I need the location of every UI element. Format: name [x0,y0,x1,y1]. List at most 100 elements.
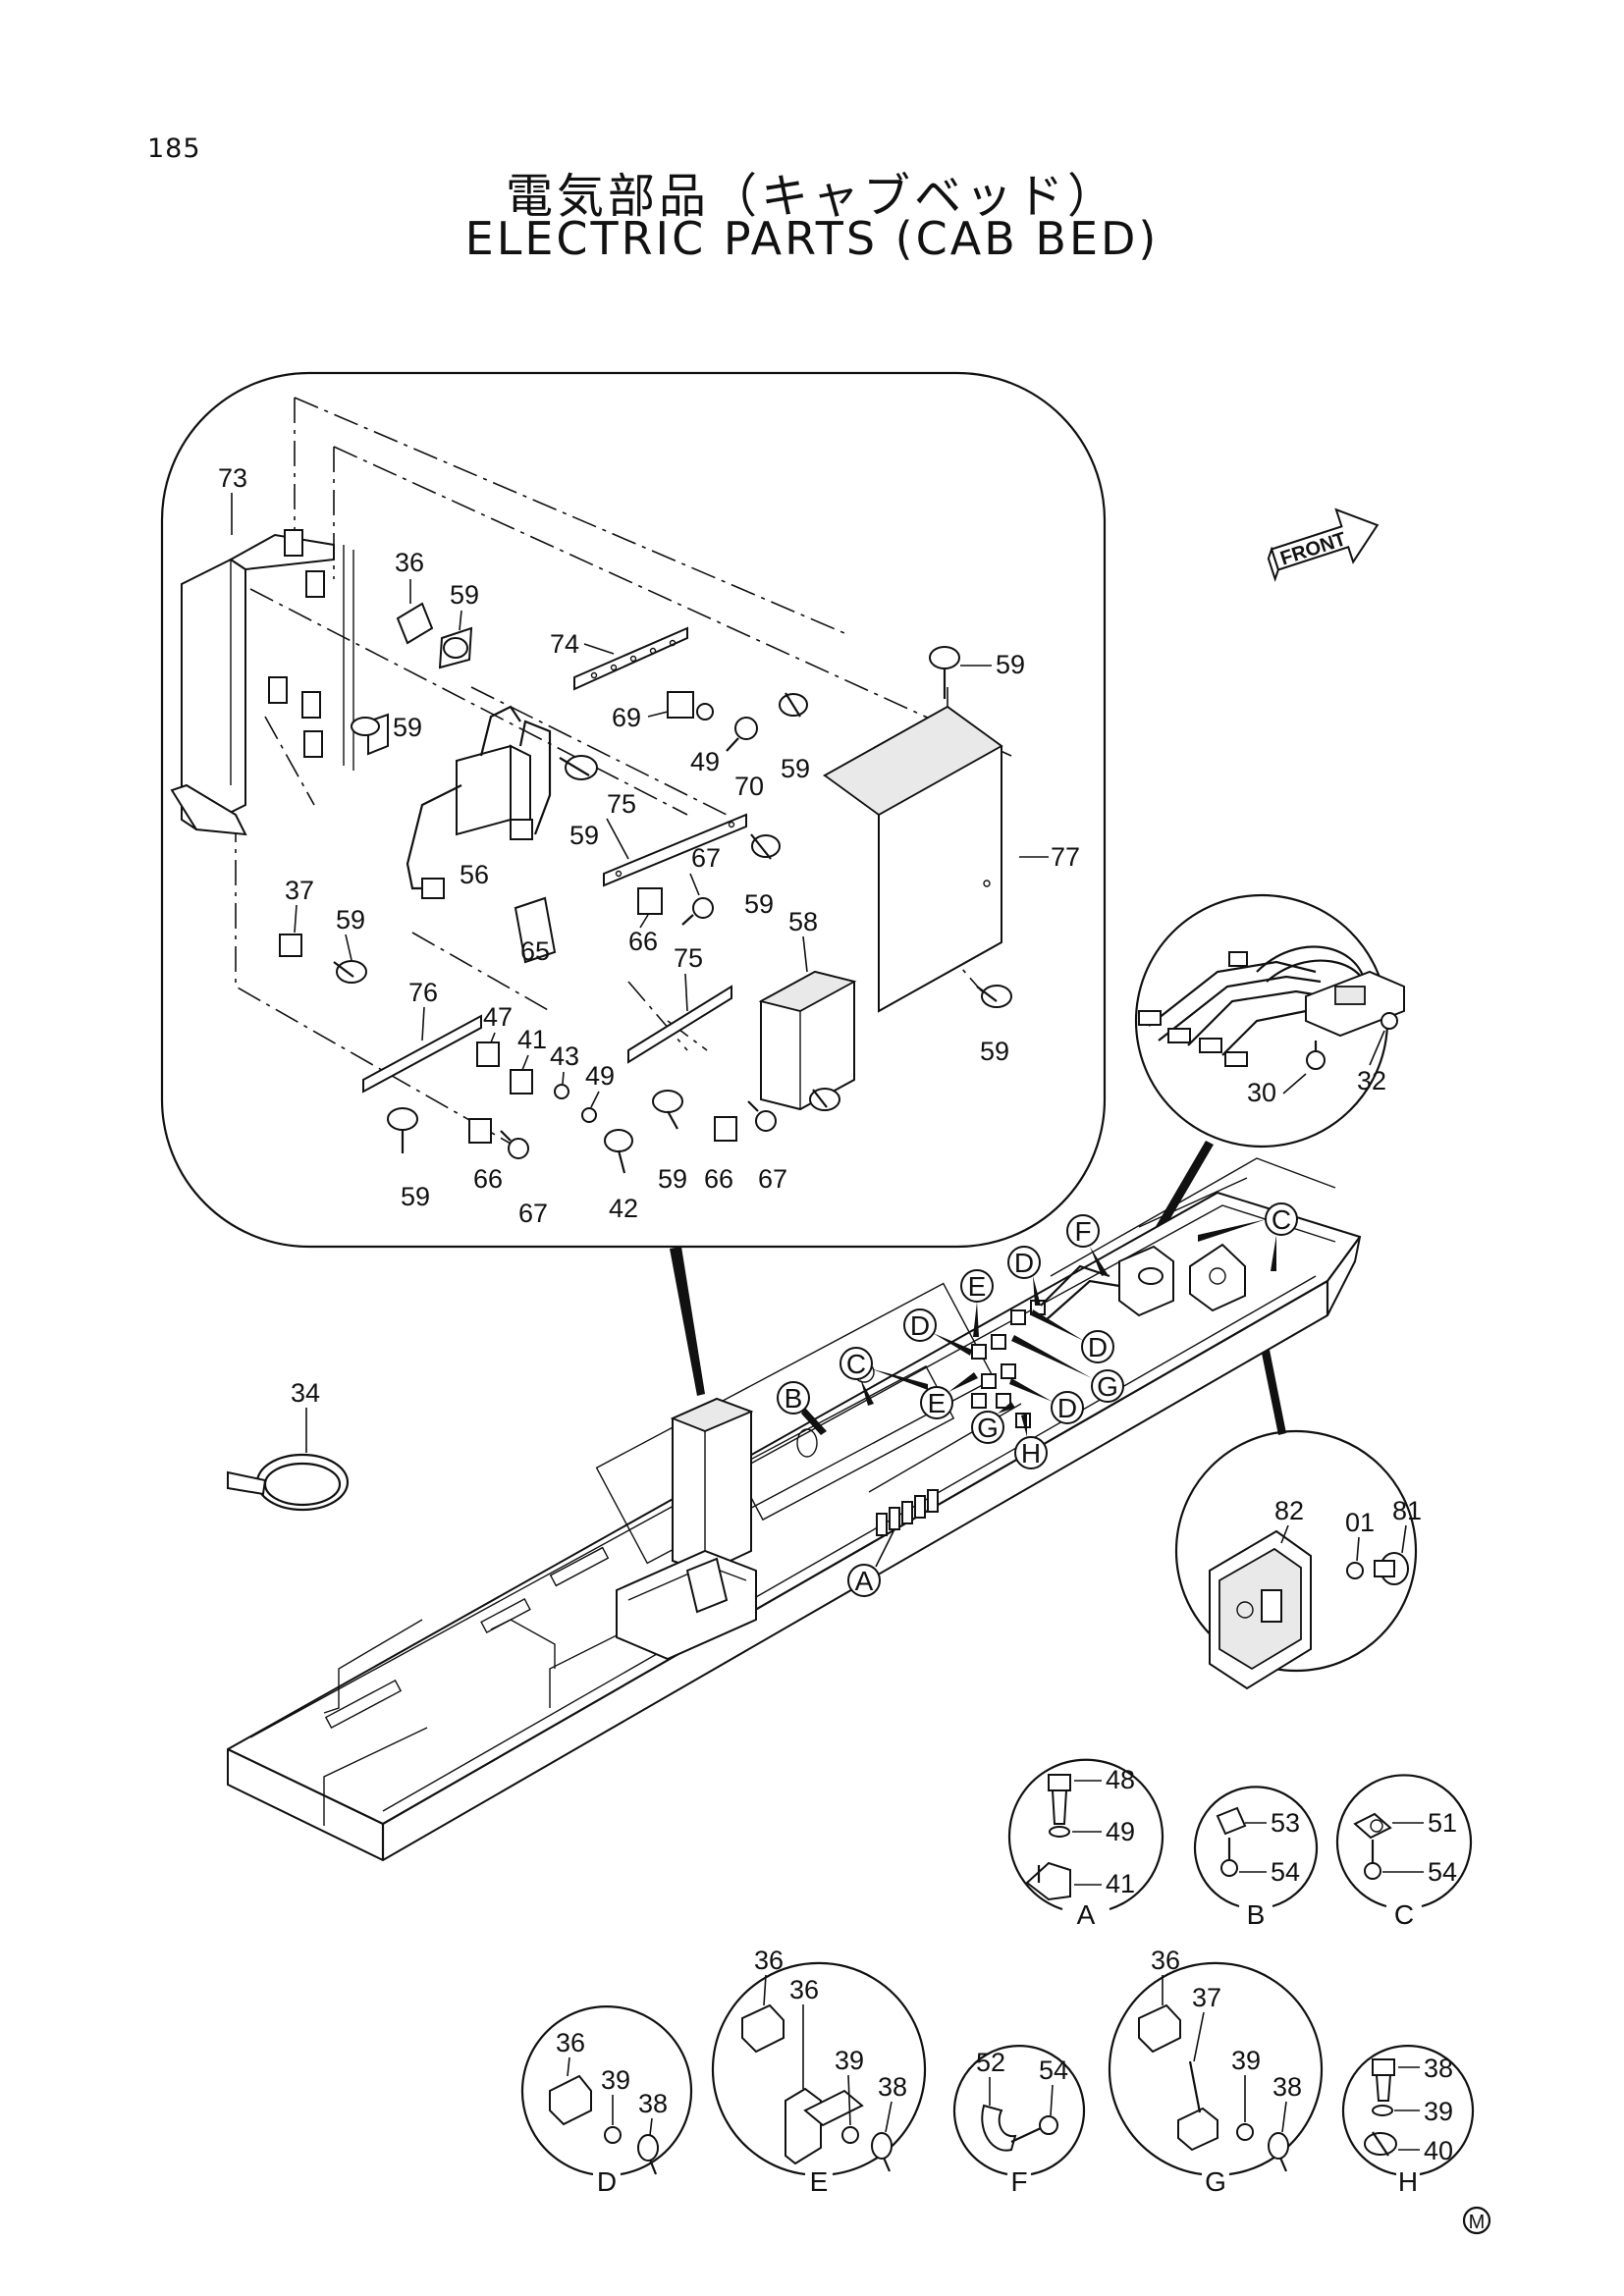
callout-59: 59 [450,580,479,610]
callout-32: 32 [1357,1066,1386,1095]
part-74-bracket-bar [573,626,688,691]
screw-70 [726,717,758,752]
detail-view-f: F 52 54 [952,2045,1086,2197]
callout-59: 59 [393,713,422,742]
locator-d-2: D [903,1308,972,1356]
detail-view-h: H 38 39 40 [1341,2045,1475,2197]
main-detail-bubble: 73 36 59 74 59 69 49 70 59 59 59 56 75 6… [160,371,1107,1249]
svg-text:40: 40 [1424,2136,1453,2165]
part-58-control-unit [758,970,857,1111]
svg-text:A: A [1077,1899,1096,1930]
locator-e-1: E [960,1269,994,1337]
callout-59: 59 [336,905,365,934]
locator-g-2: G [971,1402,1015,1444]
main-detail-callouts: 73 36 59 74 59 69 49 70 59 59 59 56 75 6… [218,463,1080,1228]
svg-text:C: C [1394,1899,1414,1930]
bolt-59-i [387,1107,418,1153]
locator-d-1: D [1007,1246,1041,1306]
part-73-side-panel [170,533,354,836]
part-34-cable-tie: 34 [227,1378,350,1512]
callout-66: 66 [473,1164,503,1194]
bolt-59-j [652,1090,683,1130]
svg-text:A: A [855,1566,874,1596]
svg-text:39: 39 [601,2065,630,2095]
main-detail-leaders [231,493,1049,1108]
svg-text:F: F [1074,1216,1091,1247]
callout-34: 34 [291,1378,320,1408]
callout-73: 73 [218,463,247,493]
svg-text:D: D [1014,1248,1034,1278]
svg-text:54: 54 [1428,1857,1457,1887]
svg-text:36: 36 [1151,1946,1180,1975]
detail-view-a: A 48 49 41 [1007,1758,1164,1930]
svg-text:G: G [1205,2166,1226,2197]
detail-view-b: B 53 54 [1193,1786,1319,1930]
locator-f: F [1066,1214,1108,1276]
svg-text:38: 38 [878,2072,907,2102]
callout-77: 77 [1051,842,1080,872]
svg-text:D: D [597,2166,617,2197]
front-label: FRONT [1277,528,1348,569]
bolt-59-f [929,646,960,699]
callout-41: 41 [517,1025,547,1054]
screw-67-c [747,1100,777,1132]
svg-text:54: 54 [1271,1857,1300,1887]
part-76-bracket-bar [362,1014,482,1094]
screw-67-a [681,897,714,926]
callout-36: 36 [395,548,424,577]
locator-callouts: A B C C D D [777,1202,1298,1597]
callout-75: 75 [607,789,636,819]
callout-58: 58 [788,907,818,936]
svg-text:39: 39 [835,2046,864,2075]
svg-text:39: 39 [1231,2046,1261,2075]
connector-cluster [876,1243,1246,1536]
callout-59: 59 [401,1182,430,1211]
svg-text:41: 41 [1106,1869,1135,1898]
svg-text:36: 36 [556,2028,585,2057]
locator-a: A [847,1530,894,1597]
page-title-english: ELECTRIC PARTS (CAB BED) [464,212,1160,265]
bolt-59-b [351,713,389,756]
part-77-cover [822,705,1003,1013]
bolt-59-h [333,960,367,984]
svg-text:E: E [968,1271,987,1302]
bolt-59-c [559,755,598,780]
locator-b: B [777,1381,827,1435]
locator-h: H [1014,1414,1048,1469]
svg-text:51: 51 [1428,1808,1457,1838]
detail-view-d: D 36 39 38 [520,2005,693,2197]
svg-text:H: H [1021,1438,1041,1468]
locator-c-left: C [839,1347,928,1406]
callout-59: 59 [996,650,1025,679]
callout-67: 67 [758,1164,787,1194]
svg-text:D: D [1088,1332,1108,1362]
svg-text:38: 38 [1424,2054,1453,2083]
svg-text:52: 52 [976,2048,1005,2077]
front-direction-arrow: FRONT [1267,507,1380,583]
callout-69: 69 [612,703,641,732]
part-75-upper-bar [603,813,747,887]
callout-76: 76 [408,978,438,1007]
svg-text:D: D [910,1310,930,1341]
callout-59: 59 [744,889,774,919]
locator-e-2: E [920,1372,978,1419]
corner-m-mark: M [1462,2206,1491,2235]
locator-d-4: D [1009,1378,1084,1424]
svg-text:B: B [1247,1899,1266,1930]
svg-text:38: 38 [638,2089,668,2118]
bolt-59-g [976,985,1012,1008]
callout-67: 67 [518,1199,548,1228]
detail-view-g: G 36 37 39 38 [1108,1946,1324,2197]
part-56-relay [406,705,552,899]
svg-text:G: G [977,1413,999,1443]
callout-70: 70 [734,772,764,801]
svg-text:36: 36 [754,1946,784,1975]
svg-text:38: 38 [1272,2072,1302,2102]
callout-59: 59 [569,821,599,850]
callout-67: 67 [691,843,721,873]
svg-text:54: 54 [1039,2056,1068,2085]
detail-view-c: C 51 54 [1335,1774,1473,1930]
callout-59: 59 [980,1037,1009,1066]
svg-text:36: 36 [789,1975,819,2004]
